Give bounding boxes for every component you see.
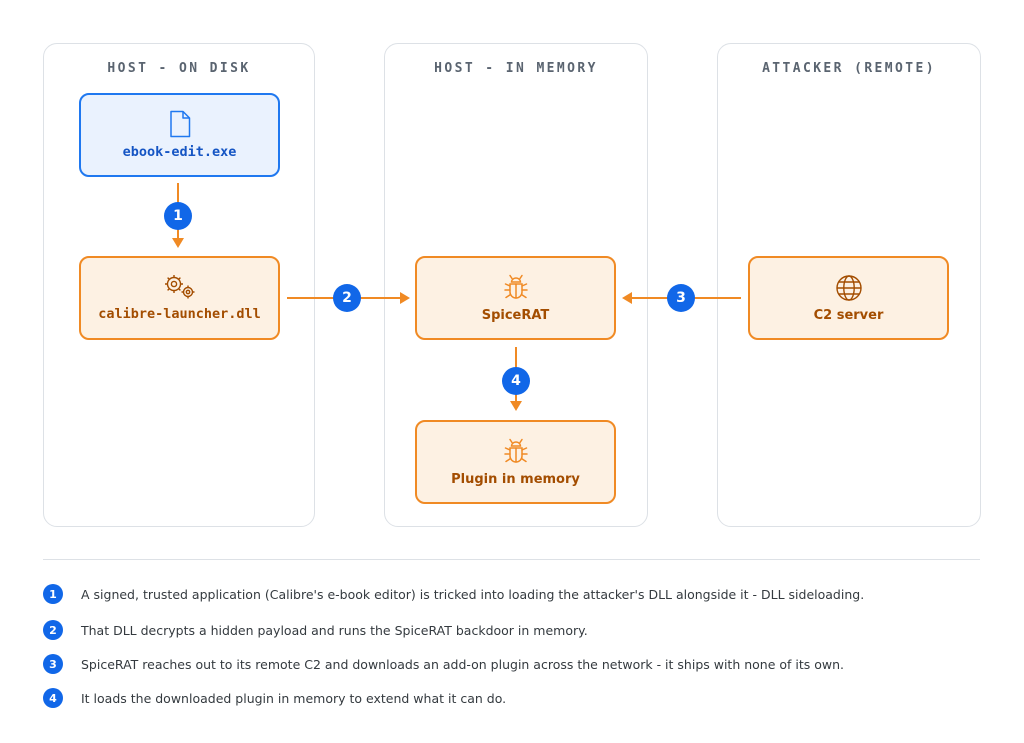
legend-badge-4: 4	[43, 688, 63, 708]
legend-badge-1: 1	[43, 584, 63, 604]
legend-item-1: 1 A signed, trusted application (Calibre…	[43, 584, 864, 604]
legend-badge-3: 3	[43, 654, 63, 674]
node-label-spicerat: SpiceRAT	[481, 307, 550, 323]
legend-text-1: A signed, trusted application (Calibre's…	[81, 586, 865, 602]
bug-icon	[503, 274, 529, 302]
node-label-c2-server: C2 server	[813, 307, 884, 323]
node-label-plugin: Plugin in memory	[451, 471, 580, 487]
step-badge-2: 2	[333, 284, 361, 312]
node-spicerat[interactable]: SpiceRAT	[415, 256, 616, 340]
step-badge-3: 3	[667, 284, 695, 312]
globe-icon	[835, 274, 863, 302]
file-icon	[169, 110, 191, 138]
legend-text-2: That DLL decrypts a hidden payload and r…	[81, 622, 588, 638]
legend-divider	[43, 559, 980, 560]
legend-badge-2: 2	[43, 620, 63, 640]
bug-icon	[503, 438, 529, 466]
legend-item-2: 2 That DLL decrypts a hidden payload and…	[43, 620, 588, 640]
zone-title-memory: HOST - IN MEMORY	[434, 61, 598, 76]
gears-icon	[163, 274, 197, 300]
step-badge-1: 1	[164, 202, 192, 230]
legend-text-4: It loads the downloaded plugin in memory…	[81, 690, 507, 706]
legend-item-4: 4 It loads the downloaded plugin in memo…	[43, 688, 506, 708]
zone-title-attacker: ATTACKER (REMOTE)	[762, 61, 936, 76]
node-c2-server[interactable]: C2 server	[748, 256, 949, 340]
node-label-ebook-edit: ebook-edit.exe	[122, 144, 237, 160]
arrowhead-step-1	[172, 238, 184, 248]
node-plugin-in-memory[interactable]: Plugin in memory	[415, 420, 616, 504]
arrowhead-step-2	[400, 292, 410, 304]
node-label-calibre-launcher: calibre-launcher.dll	[98, 306, 261, 322]
arrowhead-step-4	[510, 401, 522, 411]
arrowhead-step-3	[622, 292, 632, 304]
node-ebook-edit[interactable]: ebook-edit.exe	[79, 93, 280, 177]
step-badge-4: 4	[502, 367, 530, 395]
zone-title-disk: HOST - ON DISK	[107, 61, 251, 76]
legend-text-3: SpiceRAT reaches out to its remote C2 an…	[81, 656, 845, 672]
node-calibre-launcher[interactable]: calibre-launcher.dll	[79, 256, 280, 340]
legend-item-3: 3 SpiceRAT reaches out to its remote C2 …	[43, 654, 844, 674]
